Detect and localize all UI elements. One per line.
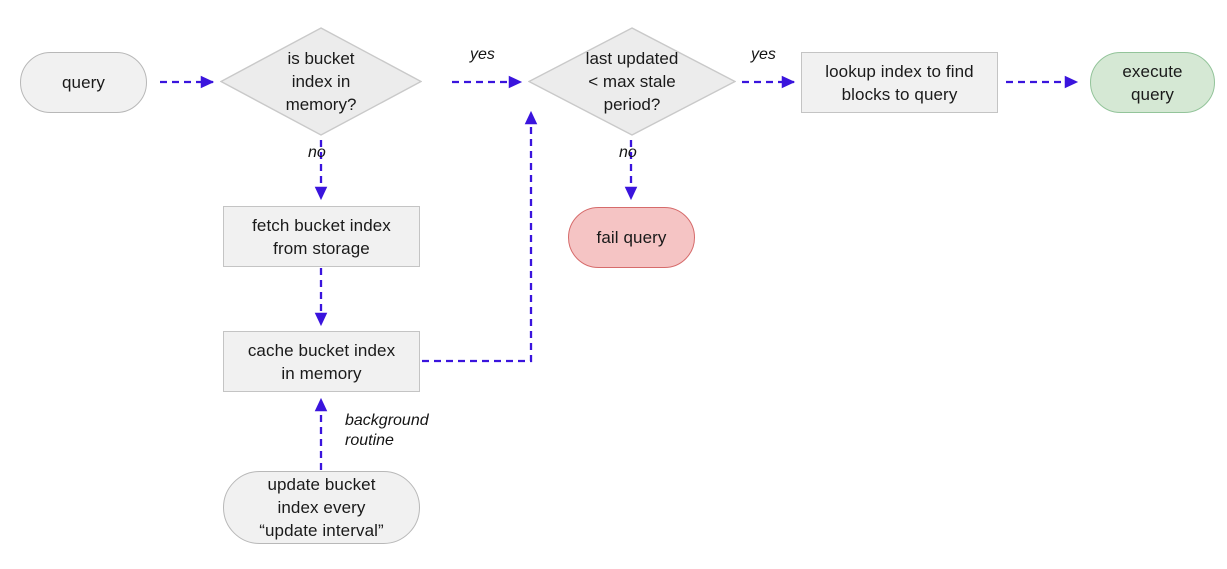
edge-label-no-memory: no <box>308 144 326 161</box>
node-update-bucket-index[interactable]: update bucket index every “update interv… <box>223 471 420 544</box>
node-fail-query[interactable]: fail query <box>568 207 695 268</box>
edge-label-yes-memory: yes <box>470 46 495 63</box>
node-query[interactable]: query <box>20 52 147 113</box>
decision-diamond-shape <box>528 27 736 136</box>
edge-cache-to-stale <box>422 110 538 363</box>
node-fetch-bucket-index[interactable]: fetch bucket index from storage <box>223 206 420 267</box>
node-fetch-bucket-index-label: fetch bucket index from storage <box>252 215 391 258</box>
node-execute-query-label: execute query <box>1122 61 1183 104</box>
node-lookup-index-label: lookup index to find blocks to query <box>825 61 974 104</box>
node-last-updated-max-stale-period-label: last updated < max stale period? <box>585 49 679 114</box>
edge-label-yes-stale: yes <box>751 46 776 63</box>
edge-label-no-stale: no <box>619 144 637 161</box>
node-execute-query[interactable]: execute query <box>1090 52 1215 113</box>
edge-label-background-routine: background routine <box>345 412 429 449</box>
decision-diamond-shape <box>220 27 422 136</box>
node-last-updated-max-stale-period[interactable]: last updated < max stale period? <box>528 27 736 136</box>
node-is-bucket-index-in-memory[interactable]: is bucket index in memory? <box>220 27 422 136</box>
node-lookup-index[interactable]: lookup index to find blocks to query <box>801 52 998 113</box>
node-query-label: query <box>61 73 106 92</box>
node-cache-bucket-index-label: cache bucket index in memory <box>247 340 396 383</box>
node-is-bucket-index-in-memory-label: is bucket index in memory? <box>285 49 357 114</box>
node-cache-bucket-index[interactable]: cache bucket index in memory <box>223 331 420 392</box>
node-fail-query-label: fail query <box>596 228 667 247</box>
node-update-bucket-index-label: update bucket index every “update interv… <box>259 475 384 540</box>
